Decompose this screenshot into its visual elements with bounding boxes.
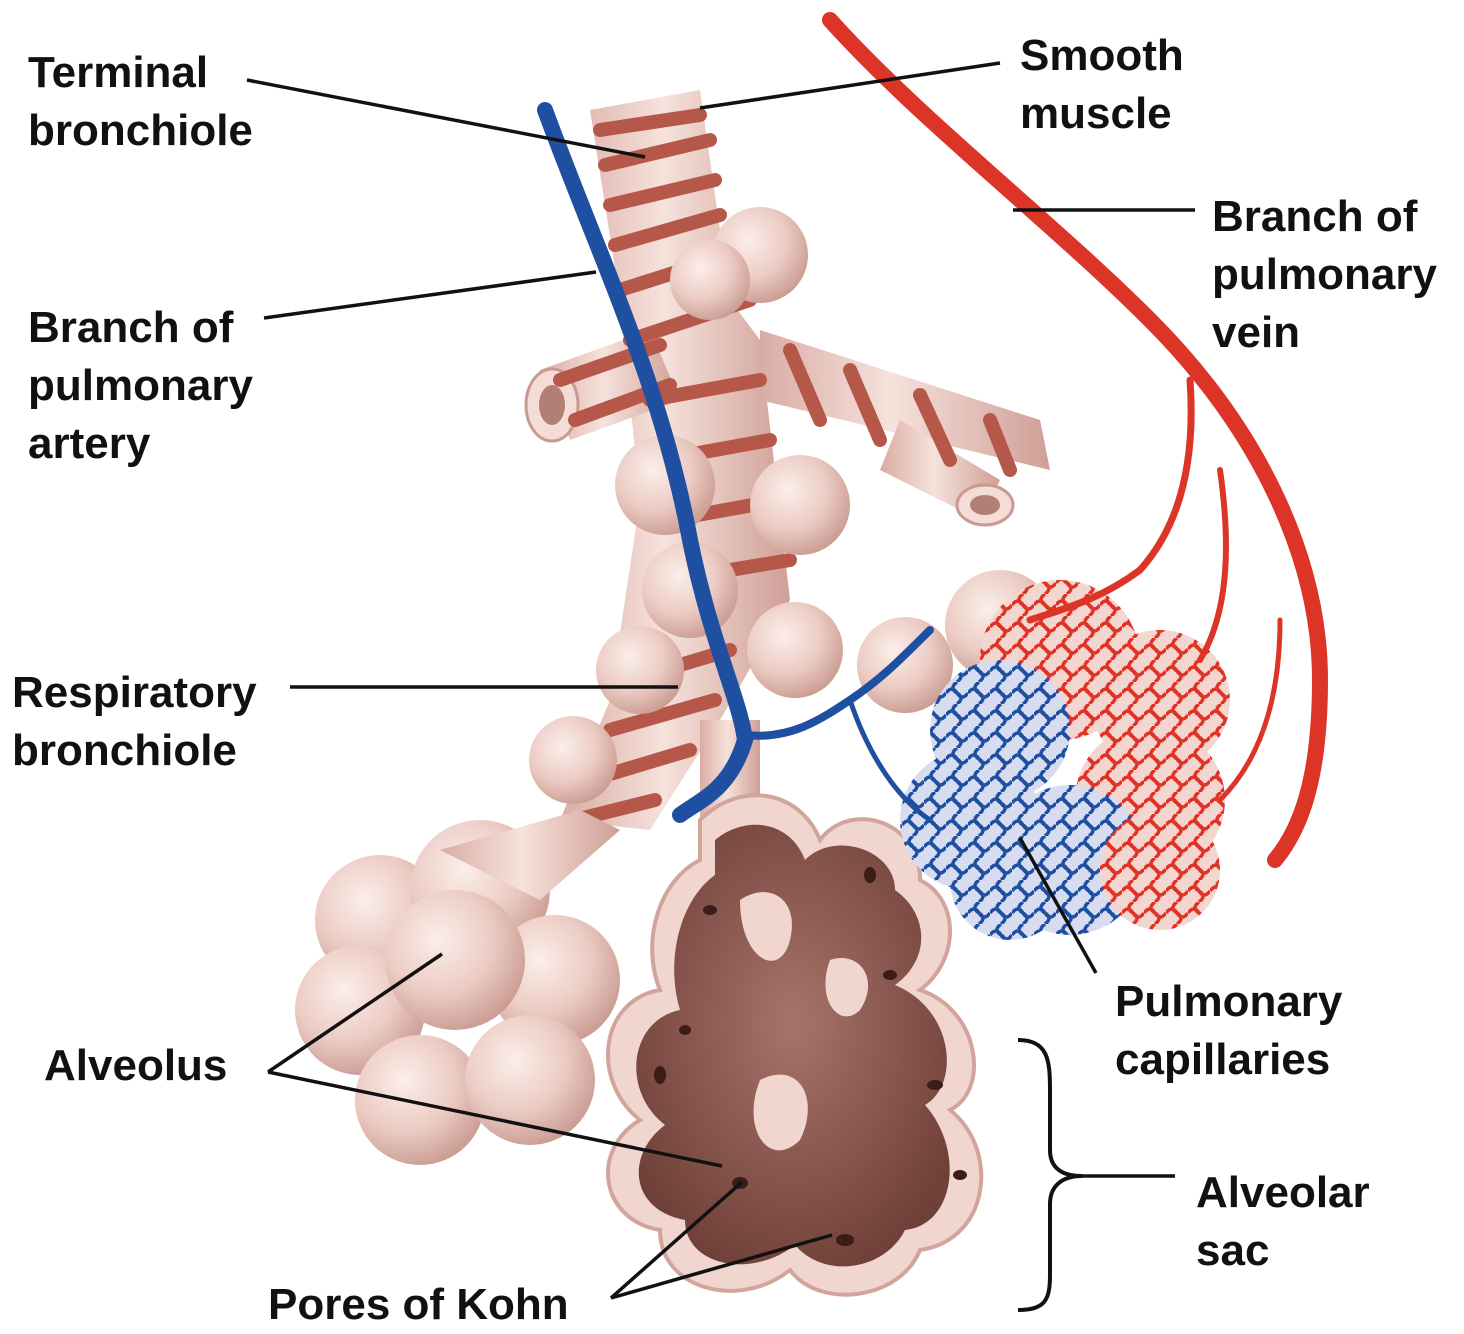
label-pulmonary-capillaries: Pulmonary capillaries	[1115, 973, 1342, 1089]
label-terminal-bronchiole: Terminal bronchiole	[28, 44, 253, 160]
label-smooth-muscle: Smooth muscle	[1020, 27, 1184, 143]
label-alveolar-sac: Alveolar sac	[1196, 1164, 1370, 1280]
label-branch-pulmonary-artery: Branch of pulmonary artery	[28, 299, 253, 473]
label-pores-of-kohn: Pores of Kohn	[268, 1276, 569, 1334]
label-respiratory-bronchiole: Respiratory bronchiole	[12, 664, 257, 780]
alveolar-sac-bracket	[1018, 1040, 1082, 1310]
label-branch-pulmonary-vein: Branch of pulmonary vein	[1212, 188, 1437, 362]
label-alveolus: Alveolus	[44, 1037, 227, 1095]
